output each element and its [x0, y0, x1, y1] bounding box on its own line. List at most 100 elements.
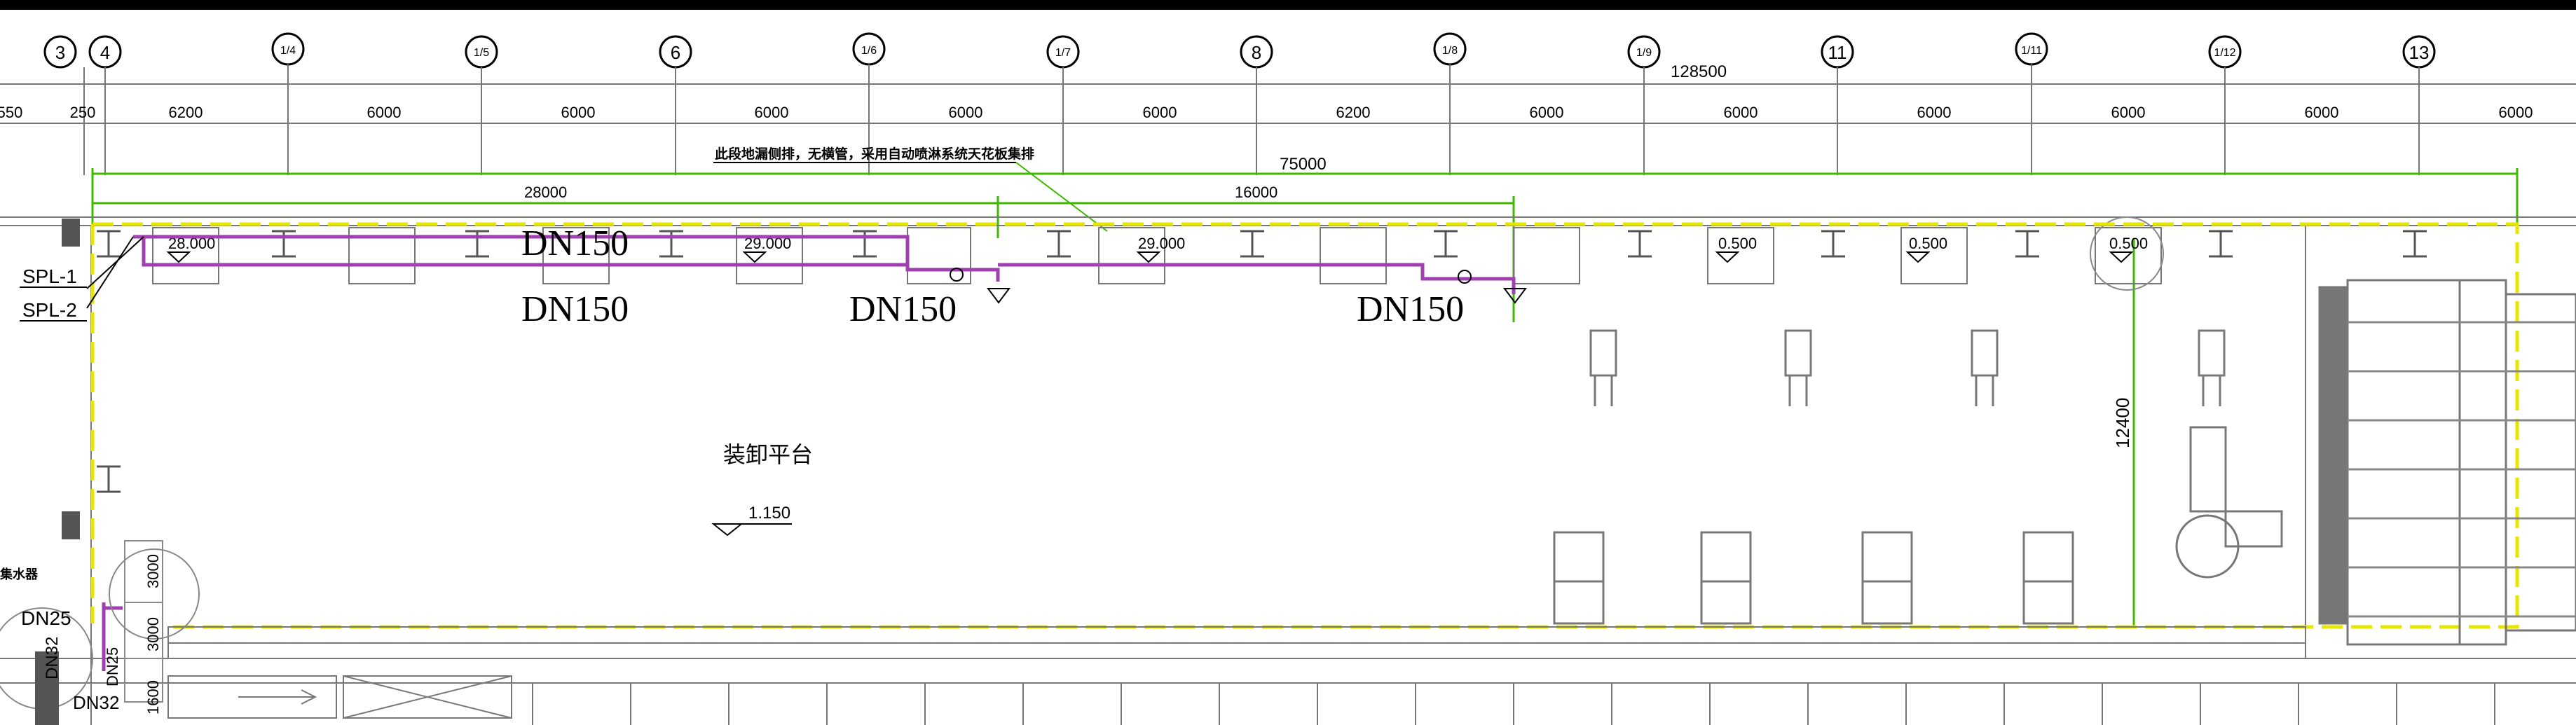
grid-axis-1-4: 1/4 — [271, 32, 305, 66]
grid-axis-1-11: 1/11 — [2015, 32, 2048, 66]
grid-axis-8: 8 — [1240, 35, 1273, 69]
grid-axis-label: 1/11 — [2021, 45, 2042, 57]
column-icon — [465, 230, 489, 258]
grid-axis-label: 6 — [671, 42, 680, 63]
grid-axis-1-7: 1/7 — [1046, 35, 1080, 69]
platform-label: 装卸平台 — [723, 442, 813, 467]
dimension-lines — [91, 168, 2519, 627]
column-icon — [1047, 230, 1071, 258]
column-icon — [97, 230, 121, 258]
spacing-label: 6000 — [1143, 104, 1177, 121]
spacing-label: 6000 — [1530, 104, 1564, 121]
elevation-label: 29.000 — [1138, 235, 1185, 252]
spacing-label: 6000 — [755, 104, 789, 121]
dimension-28000-label: 28000 — [524, 184, 567, 201]
left-edge-label: 集水器 — [0, 567, 39, 581]
pipe-size-label: DN150 — [849, 289, 957, 329]
machine-upper — [1784, 329, 1812, 406]
grid-axis-label: 8 — [1252, 42, 1261, 63]
spacing-dimension-labels: 550 250 6200 6000 6000 6000 6000 6000 62… — [0, 104, 2533, 121]
grid-axis-label: 1/8 — [1442, 45, 1458, 57]
elevation-label: 0.500 — [1909, 235, 1947, 252]
pipe-size-label: DN150 — [521, 289, 629, 329]
edge-blocks — [62, 219, 80, 539]
riser-label: SPL-1 — [22, 265, 77, 287]
column-icon — [2209, 230, 2233, 258]
axis-leader-lines — [83, 64, 2420, 175]
spacing-label: 250 — [70, 104, 96, 121]
spacing-label: 6200 — [1336, 104, 1371, 121]
column-icon — [1240, 230, 1264, 258]
spacing-label: 6000 — [367, 104, 402, 121]
spacing-label: 6000 — [2305, 104, 2339, 121]
top-frame-bar — [0, 0, 2576, 10]
grid-axis-label: 11 — [1828, 42, 1847, 63]
grid-axis-label: 1/5 — [474, 47, 489, 59]
pipe-small-label: DN32 — [73, 692, 119, 713]
elevation-label: 0.500 — [2109, 235, 2148, 252]
grid-axis-11: 11 — [1821, 35, 1854, 69]
machine-lower — [1553, 531, 1605, 625]
elevation-label: 1.150 — [748, 504, 790, 523]
column-markers — [97, 230, 2427, 493]
machine-upper — [1971, 329, 1999, 406]
spacing-label: 550 — [0, 104, 22, 121]
bottom-conveyor — [167, 626, 2306, 719]
grid-axis-label: 1/6 — [861, 45, 877, 57]
dimension-16000-label: 16000 — [1235, 184, 1277, 201]
machine-round — [2175, 426, 2283, 579]
grid-axis-1-5: 1/5 — [465, 35, 498, 69]
dimension-small-label: 3000 — [144, 617, 162, 651]
column-icon — [1434, 230, 1458, 258]
spacing-label: 6000 — [949, 104, 983, 121]
grid-axis-label: 1/9 — [1636, 47, 1652, 59]
boundary-line — [90, 222, 2519, 629]
bottom-grid — [532, 683, 2495, 725]
grid-axis-13: 13 — [2402, 35, 2436, 69]
corner-block — [35, 651, 59, 725]
column-icon — [2015, 230, 2039, 258]
grid-axis-label: 1/4 — [280, 45, 296, 57]
grid-axis-label: 13 — [2409, 42, 2430, 63]
dimension-75000-label: 75000 — [1280, 155, 1327, 174]
grid-axis-3: 3 — [43, 35, 77, 69]
elevation-label: 0.500 — [1718, 235, 1757, 252]
pipe-size-label: DN150 — [521, 223, 629, 263]
spacing-label: 6000 — [2111, 104, 2146, 121]
spacing-label: 6200 — [169, 104, 203, 121]
pipe-size-label: DN150 — [1357, 289, 1464, 329]
dimension-small-label: 1600 — [144, 680, 162, 714]
column-icon — [97, 465, 121, 493]
pipe-small-label: DN25 — [104, 647, 121, 686]
spacing-label: 6000 — [1724, 104, 1758, 121]
column-icon — [853, 230, 877, 258]
grid-axis-label: 1/12 — [2214, 47, 2235, 59]
grid-axis-label: 4 — [100, 42, 110, 63]
rack-rows — [2348, 321, 2576, 618]
machine-lower — [1700, 531, 1752, 625]
machine-upper — [2198, 329, 2226, 406]
grid-axis-4: 4 — [88, 35, 122, 69]
machine-upper — [1589, 329, 1617, 406]
riser-label: SPL-2 — [22, 299, 77, 321]
grid-axis-1-8: 1/8 — [1433, 32, 1467, 66]
grid-axis-1-12: 1/12 — [2208, 35, 2242, 69]
pipe-small-label: DN32 — [43, 637, 62, 679]
column-icon — [659, 230, 683, 258]
pipe-fittings — [86, 236, 1527, 309]
grid-axis-1-6: 1/6 — [852, 32, 886, 66]
grid-axis-label: 3 — [55, 42, 65, 63]
spacing-label: 6000 — [2499, 104, 2533, 121]
machine-lower — [2022, 531, 2074, 625]
equipment-rack — [2318, 279, 2576, 646]
dimension-small-label: 3000 — [144, 554, 162, 588]
column-icon — [1821, 230, 1845, 258]
grid-axis-1-9: 1/9 — [1627, 35, 1661, 69]
spacing-label: 6000 — [1917, 104, 1952, 121]
drain-pipes — [102, 235, 1516, 671]
column-icon — [272, 230, 296, 258]
total-dimension-label: 128500 — [1671, 62, 1727, 81]
machine-lower — [1861, 531, 1913, 625]
column-icon — [2403, 230, 2427, 258]
